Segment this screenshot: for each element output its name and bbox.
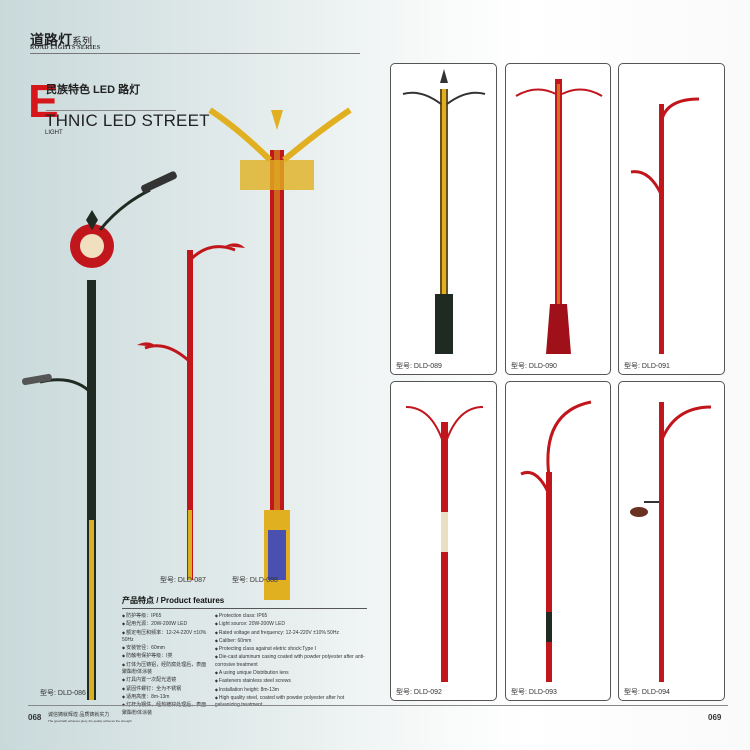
feature-item: A using unique Distribution lens [215, 669, 367, 677]
feature-item: 紧固件螺钉：全为不锈钢 [122, 685, 209, 693]
feature-item: 安装管径：60mm [122, 644, 209, 652]
model-label: 型号: DLD-094 [624, 689, 670, 696]
feature-item: 灯杆为钢件，经热镀锌处理后，表面聚酯粉体涂装 [122, 701, 209, 717]
feature-item: Rated voltage and frequency: 12-24-220V … [215, 629, 367, 637]
feature-item: 防触电保护等级：I类 [122, 652, 209, 660]
section-big-letter: E [28, 75, 59, 127]
product-panel-dld-090: 型号: DLD-090 [505, 63, 611, 375]
model-label: 型号: DLD-089 [396, 363, 442, 370]
model-label: 型号: DLD-091 [624, 363, 670, 370]
footer-divider [28, 705, 728, 706]
model-label: 型号: DLD-086 [40, 690, 86, 697]
pole-dld-094 [630, 402, 712, 682]
model-label: 型号: DLD-093 [511, 689, 557, 696]
features-cn-list: 防护等级：IP65 配用光源：20W-200W LED 额定电压和频率：12-2… [122, 612, 209, 717]
feature-item: 防护等级：IP65 [122, 612, 209, 620]
feature-item: Protecting class against eletric shock:T… [215, 645, 367, 653]
feature-item: Fasteners stainless steel screws [215, 677, 367, 685]
pole-dld-088 [208, 107, 352, 600]
feature-item: Caliber: 60mm [215, 637, 367, 645]
pole-illustrations [22, 107, 352, 700]
section-title-en: THNIC LED STREET [45, 111, 210, 130]
feature-item: 灯体为压铸铝，经防腐处理后，表面聚酯粉体涂装 [122, 661, 209, 677]
section-title-sub: LIGHT [45, 130, 63, 136]
feature-item: 额定电压和频率：12-24-220V ±10% 50Hz [122, 629, 209, 645]
product-features: 产品特点 / Product features 防护等级：IP65 配用光源：2… [122, 595, 367, 717]
product-panel-dld-091: 型号: DLD-091 [618, 63, 725, 375]
feature-item: Protection class: IP65 [215, 612, 367, 620]
series-title: 道路灯系列 [30, 32, 92, 48]
pole-dld-090 [515, 79, 603, 354]
section-title-cn: 民族特色 LED 路灯 [46, 84, 141, 96]
divider [30, 53, 360, 54]
pole-dld-086 [22, 171, 177, 700]
pole-dld-091 [630, 97, 700, 354]
feature-item: Die-cast aluminum casing coated with pow… [215, 653, 367, 669]
model-label: 型号: DLD-090 [511, 363, 557, 370]
feature-item: 灯具内置一次配光透镜 [122, 676, 209, 684]
series-subtitle: ROAD LIGHTS SERIES [30, 45, 101, 51]
product-panel-dld-089: 型号: DLD-089 [390, 63, 497, 375]
features-en-list: Protection class: IP65 Light source: 20W… [215, 612, 367, 717]
divider [46, 110, 176, 111]
page-number-right: 069 [708, 713, 722, 722]
pole-dld-089 [402, 69, 486, 354]
model-label: 型号: DLD-092 [396, 689, 442, 696]
feature-item: Installation height: 8m-13m [215, 686, 367, 694]
product-panel-dld-092: 型号: DLD-092 [390, 381, 497, 701]
pole-dld-092 [405, 406, 484, 682]
product-panel-dld-093: 型号: DLD-093 [505, 381, 611, 701]
model-label: 型号: DLD-088 [232, 577, 278, 584]
feature-item: 配用光源：20W-200W LED [122, 620, 209, 628]
features-heading: 产品特点 / Product features [122, 595, 367, 609]
model-label: 型号: DLD-087 [160, 577, 206, 584]
product-panel-dld-094: 型号: DLD-094 [618, 381, 725, 701]
feature-item: High quality steel, coated with powder p… [215, 694, 367, 710]
feature-item: Light source: 20W-200W LED [215, 620, 367, 628]
pole-dld-093 [520, 400, 592, 682]
pole-dld-087 [137, 243, 245, 580]
page-number-left: 068 [28, 713, 42, 722]
feature-item: 适用高度：8m-13m [122, 693, 209, 701]
